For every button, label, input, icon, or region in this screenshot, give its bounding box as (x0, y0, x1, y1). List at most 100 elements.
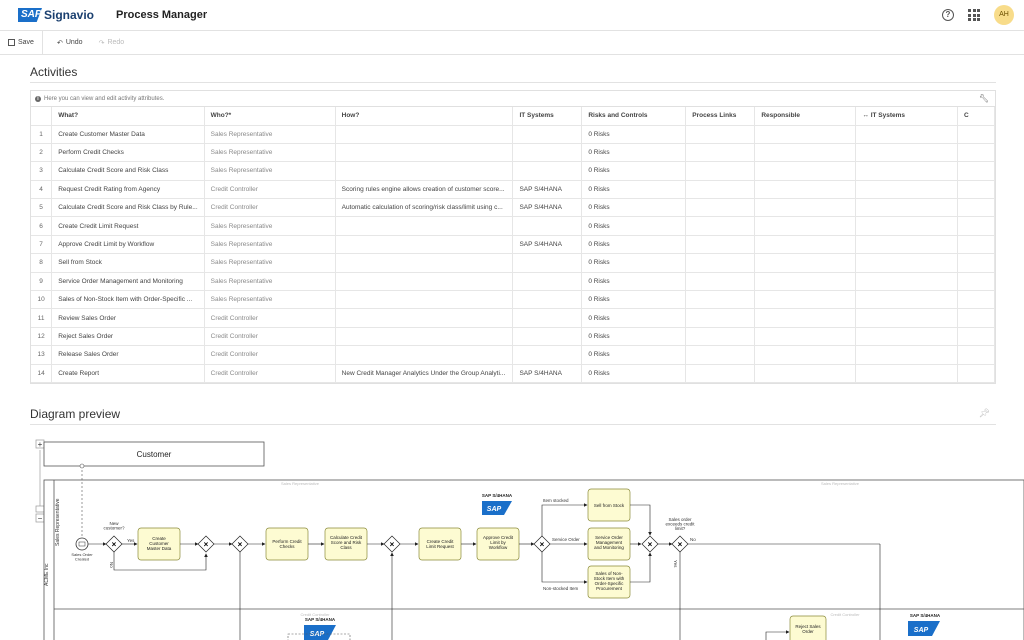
cell-n[interactable]: 14 (31, 364, 53, 383)
cell-empty[interactable] (685, 180, 756, 200)
cell-it[interactable]: SAP S/4HANA (512, 235, 583, 255)
cell-how[interactable] (335, 272, 514, 292)
cell-empty[interactable] (957, 198, 995, 218)
cell-risks[interactable]: 0 Risks (581, 125, 687, 144)
column-header-7[interactable]: Responsible (754, 107, 857, 126)
cell-empty[interactable] (855, 308, 959, 328)
cell-empty[interactable] (685, 216, 756, 236)
start-event[interactable] (75, 537, 89, 551)
zoom-controls[interactable]: + − (35, 439, 45, 523)
column-header-3[interactable]: How? (335, 107, 514, 126)
cell-risks[interactable]: 0 Risks (581, 290, 687, 310)
cell-empty[interactable] (855, 290, 959, 310)
cell-it[interactable]: SAP S/4HANA (512, 364, 583, 383)
cell-n[interactable]: 10 (31, 290, 53, 310)
cell-empty[interactable] (685, 253, 756, 273)
cell-how[interactable]: Automatic calculation of scoring/risk cl… (335, 198, 514, 218)
cell-empty[interactable] (685, 161, 756, 181)
bpmn-diagram[interactable]: + − Customer ACME Inc Sales Representati… (30, 436, 1024, 640)
column-header-5[interactable]: Risks and Controls (581, 107, 687, 126)
cell-what[interactable]: Reject Sales Order (51, 327, 205, 347)
gateway-merge-order[interactable]: × (641, 535, 659, 553)
cell-it[interactable]: SAP S/4HANA (512, 198, 583, 218)
cell-who[interactable]: Sales Representative (204, 143, 336, 163)
cell-n[interactable]: 11 (31, 308, 53, 328)
cell-risks[interactable]: 0 Risks (581, 180, 687, 200)
avatar[interactable]: AH (994, 5, 1014, 25)
cell-risks[interactable]: 0 Risks (581, 272, 687, 292)
cell-who[interactable]: Credit Controller (204, 364, 336, 383)
cell-empty[interactable] (685, 308, 756, 328)
cell-risks[interactable]: 0 Risks (581, 253, 687, 273)
cell-it[interactable]: SAP S/4HANA (512, 180, 583, 200)
cell-empty[interactable] (754, 327, 857, 347)
cell-risks[interactable]: 0 Risks (581, 161, 687, 181)
cell-empty[interactable] (855, 235, 959, 255)
task-sell-from-stock[interactable]: Sell from Stock (587, 488, 631, 522)
cell-who[interactable]: Sales Representative (204, 290, 336, 310)
cell-who[interactable]: Sales Representative (204, 272, 336, 292)
cell-who[interactable]: Credit Controller (204, 180, 336, 200)
cell-empty[interactable] (957, 327, 995, 347)
cell-empty[interactable] (855, 180, 959, 200)
cell-empty[interactable] (957, 272, 995, 292)
cell-n[interactable]: 2 (31, 143, 53, 163)
cell-empty[interactable] (754, 290, 857, 310)
cell-risks[interactable]: 0 Risks (581, 345, 687, 365)
cell-empty[interactable] (685, 125, 756, 144)
cell-empty[interactable] (855, 345, 959, 365)
cell-how[interactable]: New Credit Manager Analytics Under the G… (335, 364, 514, 383)
cell-risks[interactable]: 0 Risks (581, 216, 687, 236)
column-header-2[interactable]: Who?* (204, 107, 336, 126)
cell-what[interactable]: Perform Credit Checks (51, 143, 205, 163)
cell-empty[interactable] (855, 364, 959, 383)
cell-empty[interactable] (685, 235, 756, 255)
cell-n[interactable]: 13 (31, 345, 53, 365)
cell-how[interactable] (335, 327, 514, 347)
cell-empty[interactable] (754, 345, 857, 365)
cell-empty[interactable] (957, 290, 995, 310)
cell-what[interactable]: Calculate Credit Score and Risk Class (51, 161, 205, 181)
cell-risks[interactable]: 0 Risks (581, 198, 687, 218)
cell-empty[interactable] (855, 253, 959, 273)
cell-how[interactable]: Scoring rules engine allows creation of … (335, 180, 514, 200)
cell-who[interactable]: Sales Representative (204, 125, 336, 144)
cell-empty[interactable] (957, 253, 995, 273)
cell-it[interactable] (512, 308, 583, 328)
cell-risks[interactable]: 0 Risks (581, 327, 687, 347)
cell-empty[interactable] (685, 327, 756, 347)
cell-how[interactable] (335, 216, 514, 236)
cell-it[interactable] (512, 272, 583, 292)
cell-empty[interactable] (855, 125, 959, 144)
app-title[interactable]: Process Manager (116, 9, 208, 21)
redo-button[interactable]: ↷ Redo (98, 39, 125, 47)
cell-empty[interactable] (685, 143, 756, 163)
cell-empty[interactable] (957, 161, 995, 181)
cell-empty[interactable] (754, 180, 857, 200)
cell-empty[interactable] (754, 253, 857, 273)
cell-empty[interactable] (957, 216, 995, 236)
cell-empty[interactable] (754, 272, 857, 292)
cell-it[interactable] (512, 345, 583, 365)
cell-how[interactable] (335, 125, 514, 144)
cell-what[interactable]: Sell from Stock (51, 253, 205, 273)
cell-n[interactable]: 4 (31, 180, 53, 200)
cell-it[interactable] (512, 253, 583, 273)
cell-what[interactable]: Review Sales Order (51, 308, 205, 328)
cell-n[interactable]: 12 (31, 327, 53, 347)
cell-risks[interactable]: 0 Risks (581, 308, 687, 328)
column-header-0[interactable] (31, 107, 53, 126)
cell-n[interactable]: 9 (31, 272, 53, 292)
